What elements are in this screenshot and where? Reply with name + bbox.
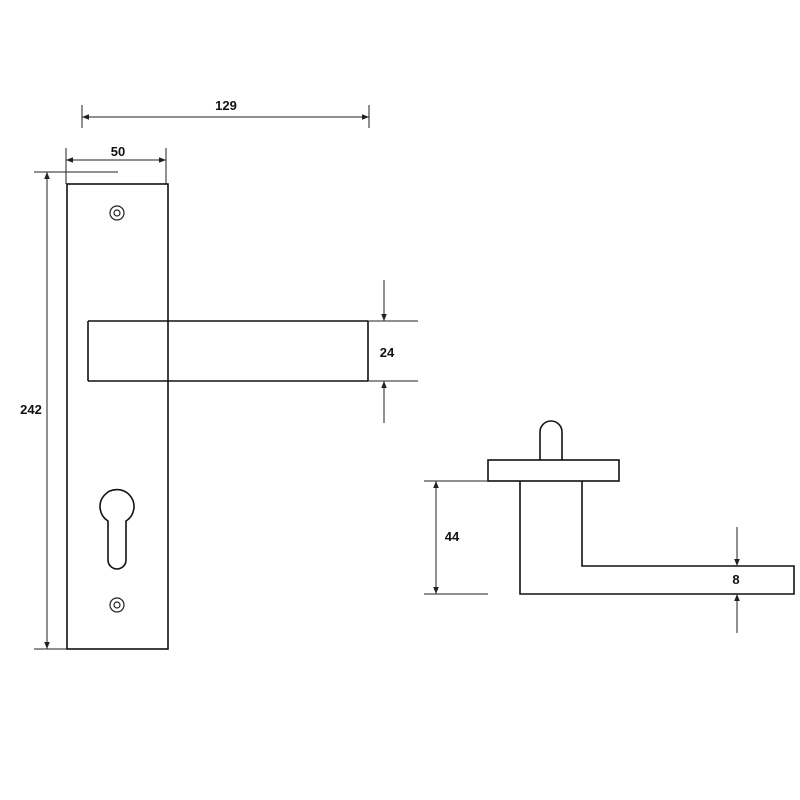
label-lever-thickness: 24: [380, 345, 395, 360]
front-view: [66, 183, 369, 650]
label-grip-thickness: 8: [732, 572, 739, 587]
backplate: [66, 183, 169, 650]
dimension-plate-height: 242: [20, 171, 118, 650]
dimension-grip-thickness: 8: [732, 527, 740, 633]
label-plate-height: 242: [20, 402, 42, 417]
lever-profile: [519, 481, 795, 595]
rose-flange: [487, 459, 620, 482]
label-projection: 44: [445, 529, 460, 544]
dimension-lever-thickness: 24: [368, 280, 418, 423]
dimension-overall-length: 129: [81, 98, 370, 128]
top-screw: [109, 205, 125, 221]
dimension-plate-width: 50: [65, 144, 167, 184]
label-overall-length: 129: [215, 98, 237, 113]
spindle: [539, 420, 563, 460]
lever-handle: [87, 320, 369, 382]
side-view: [487, 420, 795, 595]
bottom-screw: [109, 597, 125, 613]
cylinder-keyhole: [99, 488, 135, 570]
label-plate-width: 50: [111, 144, 125, 159]
dimension-projection: 44: [424, 480, 488, 595]
